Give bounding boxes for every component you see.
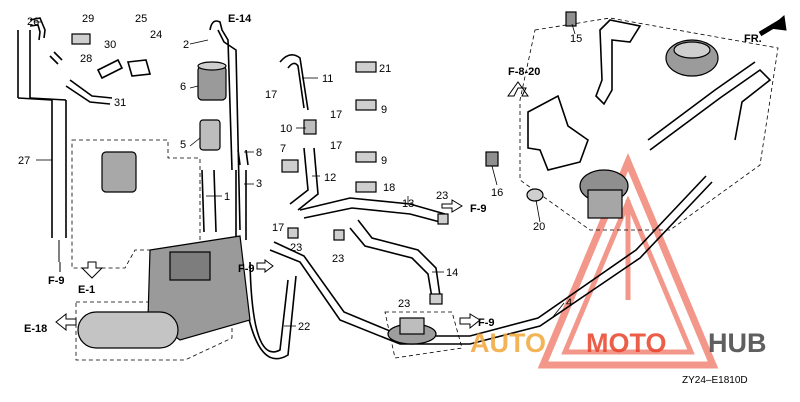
part-label: 8 xyxy=(256,147,262,159)
part-label: 17 xyxy=(265,89,277,101)
part-label: 11 xyxy=(322,73,333,85)
hoses xyxy=(17,17,772,360)
part-label: 29 xyxy=(82,13,94,25)
part-label: 24 xyxy=(150,29,162,41)
part-label: 28 xyxy=(80,53,92,65)
ref-e1: E-1 xyxy=(78,284,95,296)
part-label: 23 xyxy=(290,242,302,254)
part-label: 9 xyxy=(381,104,387,116)
ref-e18: E-18 xyxy=(24,323,47,335)
part-label: 12 xyxy=(324,172,336,184)
reference-labels: E-14 F-8-20 F-9 E-1 F-9 E-18 F-9 F-9 FR. xyxy=(24,13,762,335)
part-label: 17 xyxy=(272,222,284,234)
part-label: 5 xyxy=(180,139,186,151)
part-label: 18 xyxy=(383,182,395,194)
part-label: 21 xyxy=(379,63,391,75)
ref-f9-bottom: F-9 xyxy=(478,317,495,329)
ref-f9-left: F-9 xyxy=(48,275,65,287)
reference-arrows xyxy=(55,15,787,332)
part-label: 13 xyxy=(402,198,414,210)
components xyxy=(71,11,719,349)
watermark-auto: AUTO xyxy=(470,328,546,358)
part-label: 27 xyxy=(18,155,30,167)
ref-f9-hose13: F-9 xyxy=(470,203,487,215)
part-label: 7 xyxy=(280,143,286,155)
ref-e14: E-14 xyxy=(228,13,252,25)
watermark-moto: MOTO xyxy=(586,328,667,358)
part-label: 15 xyxy=(570,33,582,45)
watermark-text: AUTO MOTO HUB xyxy=(470,328,767,358)
part-label: 2 xyxy=(183,39,189,51)
part-label: 23 xyxy=(436,190,448,202)
part-label: 30 xyxy=(104,39,116,51)
part-label: 17 xyxy=(330,109,342,121)
part-label: 23 xyxy=(398,298,410,310)
part-label: 6 xyxy=(180,81,186,93)
part-label: 16 xyxy=(491,187,503,199)
watermark-hub: HUB xyxy=(708,328,767,358)
diagram-code: ZY24–E1810D xyxy=(682,375,748,386)
part-label: 22 xyxy=(298,321,310,333)
part-label: 9 xyxy=(381,155,387,167)
part-label: 3 xyxy=(256,178,262,190)
part-label: 23 xyxy=(332,253,344,265)
part-label: 20 xyxy=(533,221,545,233)
ref-f9-center: F-9 xyxy=(238,263,255,275)
part-label: 25 xyxy=(135,13,147,25)
part-label: 10 xyxy=(280,123,292,135)
part-label: 4 xyxy=(566,297,572,309)
part-label: 14 xyxy=(446,267,458,279)
part-label: 1 xyxy=(224,191,230,203)
part-label: 26 xyxy=(27,16,39,28)
leader-lines xyxy=(34,21,576,327)
ref-fr: FR. xyxy=(744,33,762,45)
ref-f820: F-8-20 xyxy=(508,66,540,78)
part-label: 17 xyxy=(330,140,342,152)
part-label: 31 xyxy=(114,97,126,109)
part-number-labels: 26 29 25 24 30 28 31 27 2 6 5 1 3 8 7 17… xyxy=(18,13,582,333)
